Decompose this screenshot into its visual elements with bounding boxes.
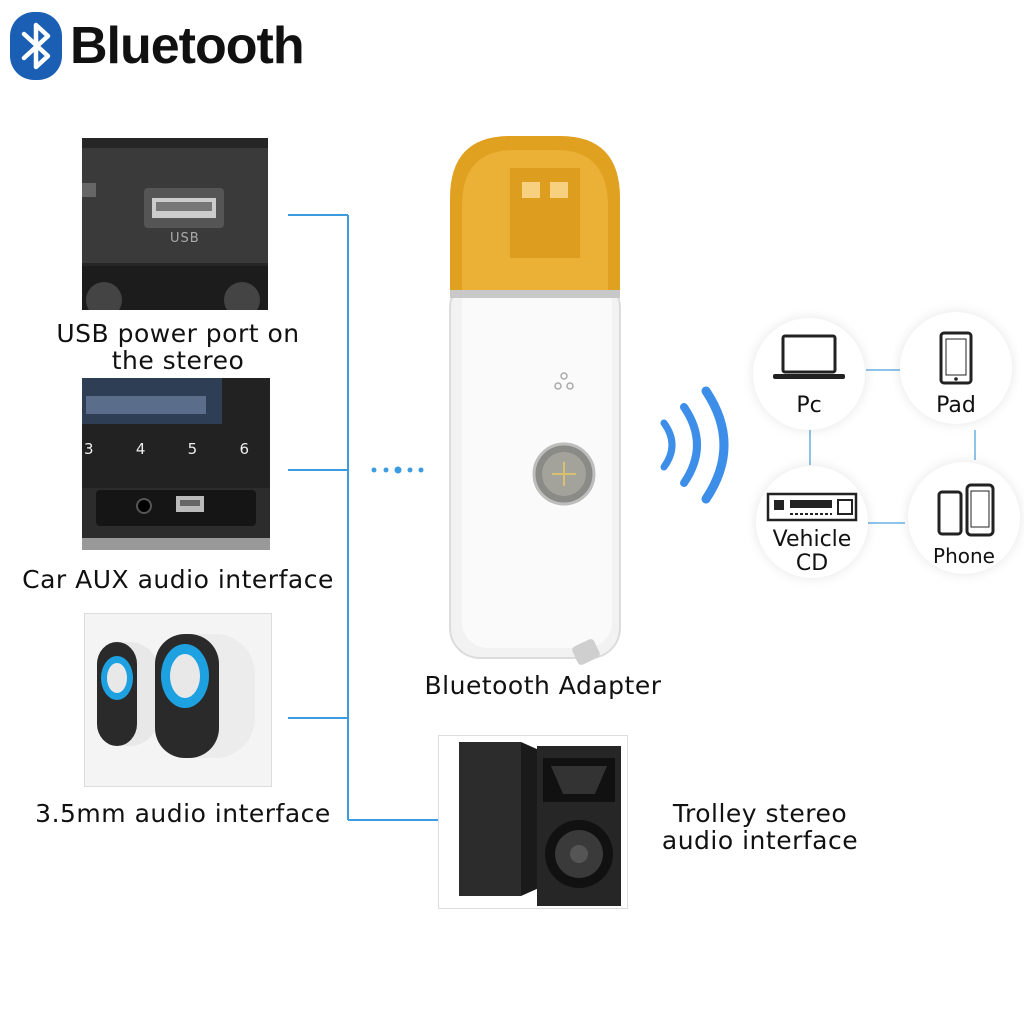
bluetooth-icon (10, 12, 62, 80)
device-pc-label: Pc (796, 393, 822, 418)
usb-port-label: USB power port on the stereo (56, 319, 300, 375)
dot-connector (371, 466, 424, 474)
usb-port-photo: USB (82, 138, 268, 310)
device-vehicle-cd-label: Vehicle CD (772, 527, 852, 576)
trolley-label: Trolley stereo audio interface (661, 799, 859, 855)
usb-photo-text: USB (170, 231, 200, 246)
device-vehicle-cd: Vehicle CD (756, 466, 868, 578)
device-pc: Pc (753, 318, 865, 430)
speakers-photo (84, 613, 272, 787)
car-stereo-icon (766, 492, 858, 522)
trolley-speakers-photo (438, 735, 628, 909)
phones-icon (937, 483, 995, 537)
aux-35mm-label: 3.5mm audio interface (35, 799, 331, 828)
car-radio-buttons: 3 4 5 6 (84, 440, 249, 458)
device-pad: Pad (900, 312, 1012, 424)
tablet-icon (939, 331, 973, 385)
car-aux-label: Car AUX audio interface (22, 565, 334, 594)
device-phone-label: Phone (933, 544, 995, 568)
laptop-icon (773, 334, 845, 379)
device-pad-label: Pad (936, 393, 976, 418)
brand-title: Bluetooth (70, 17, 305, 75)
car-aux-photo: 3 4 5 6 (82, 378, 270, 550)
adapter-label: Bluetooth Adapter (424, 671, 662, 700)
bluetooth-logo (10, 12, 62, 80)
wireless-waves-icon (660, 386, 729, 504)
bluetooth-adapter-image (440, 128, 630, 668)
device-phone: Phone (908, 462, 1020, 574)
